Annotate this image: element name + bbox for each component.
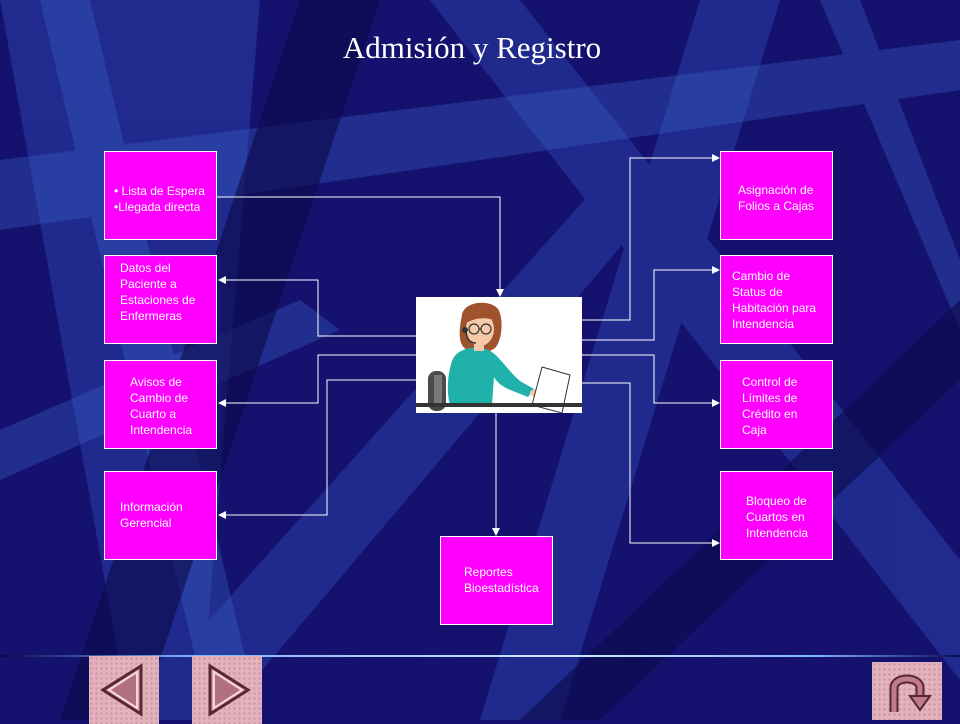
footer-divider — [0, 655, 960, 657]
page-title: Admisión y Registro — [342, 30, 602, 65]
box-control-limites-text: Control de Límites de Crédito en Caja — [742, 375, 798, 437]
triangle-left-icon — [100, 663, 143, 717]
box-bloqueo-cuartos: Bloqueo de Cuartos en Intendencia — [720, 471, 833, 560]
box-datos-paciente: Datos del Paciente a Estaciones de Enfer… — [104, 255, 217, 344]
link-asignacion — [582, 154, 720, 321]
box-cambio-status: Cambio de Status de Habitación para Inte… — [720, 255, 833, 344]
box-control-limites: Control de Límites de Crédito en Caja — [720, 360, 833, 449]
link-cambio — [582, 266, 720, 341]
triangle-right-icon — [208, 663, 251, 717]
receptionist-icon — [416, 297, 582, 414]
prev-slide-button[interactable] — [89, 656, 159, 724]
link-datos — [218, 276, 416, 337]
box-reportes: Reportes Bioestadística — [440, 536, 553, 625]
box-cambio-status-text: Cambio de Status de Habitación para Inte… — [732, 269, 817, 331]
box-asignacion-folios-text: Asignación de Folios a Cajas — [738, 183, 815, 213]
box-avisos-cambio: Avisos de Cambio de Cuarto a Intendencia — [104, 360, 217, 449]
return-button[interactable] — [872, 662, 942, 720]
u-turn-return-icon — [889, 674, 932, 712]
link-info — [218, 379, 416, 519]
receptionist-illustration — [416, 297, 582, 414]
link-control — [582, 354, 720, 407]
box-reportes-text: Reportes Bioestadística — [464, 565, 539, 595]
box-asignacion-folios: Asignación de Folios a Cajas — [720, 151, 833, 240]
box-informacion-gerencial-text: Información Gerencial — [120, 500, 183, 530]
box-bloqueo-cuartos-text: Bloqueo de Cuartos en Intendencia — [746, 494, 809, 540]
box-lista-espera: • Lista de Espera •Llegada directa — [104, 151, 217, 240]
link-lista — [217, 196, 504, 297]
link-bloqueo — [582, 382, 720, 547]
box-avisos-cambio-text: Avisos de Cambio de Cuarto a Intendencia — [130, 375, 193, 437]
next-slide-button[interactable] — [192, 656, 262, 724]
box-datos-paciente-text: Datos del Paciente a Estaciones de Enfer… — [120, 261, 196, 323]
box-lista-espera-text: • Lista de Espera •Llegada directa — [114, 184, 205, 214]
link-avisos — [218, 354, 416, 407]
box-informacion-gerencial: Información Gerencial — [104, 471, 217, 560]
